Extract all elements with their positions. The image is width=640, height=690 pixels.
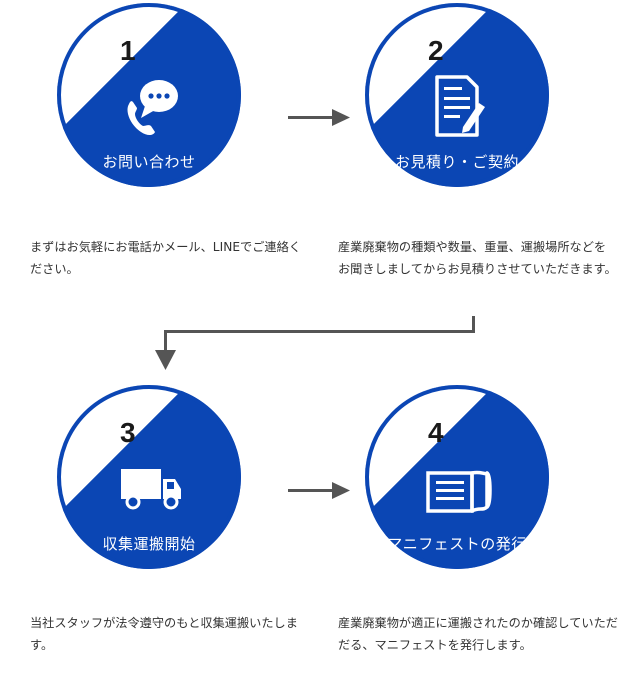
- step-4-description: 産業廃棄物が適正に運搬されたのか確認していただだる、マニフェストを発行します。: [338, 616, 618, 652]
- phone-chat-icon: [123, 78, 179, 138]
- step-2-title: お見積り・ご契約: [394, 153, 519, 171]
- arrow-right-1: [288, 109, 350, 126]
- arrow-right-2: [288, 482, 350, 499]
- step-2-number: 2: [428, 35, 444, 66]
- step-4-number: 4: [428, 417, 444, 448]
- step-1-circle: 1 お問い合わせ: [57, 3, 241, 187]
- step-4-circle: 4 マニフェストの発行: [365, 385, 549, 569]
- step-3-title: 収集運搬開始: [102, 535, 196, 553]
- step-1-title: お問い合わせ: [102, 153, 196, 171]
- step-2-circle: 2 お見積り・ご契約: [365, 3, 549, 187]
- truck-icon: [119, 467, 183, 511]
- step-2-description: 産業廃棄物の種類や数量、重量、運搬場所などをお聞きしましてからお見積りさせていた…: [338, 240, 617, 276]
- step-3-number: 3: [120, 417, 136, 448]
- step-1-description: まずはお気軽にお電話かメール、LINEでご連絡ください。: [30, 240, 301, 276]
- step-4-title: マニフェストの発行: [387, 535, 527, 553]
- document-pen-icon: [433, 73, 487, 139]
- manifest-scroll-icon: [425, 469, 495, 515]
- step-3-circle: 3 収集運搬開始: [57, 385, 241, 569]
- arrow-down-elbow: [155, 316, 475, 370]
- step-1-number: 1: [120, 35, 136, 66]
- step-3-description: 当社スタッフが法令遵守のもと収集運搬いたします。: [30, 616, 298, 652]
